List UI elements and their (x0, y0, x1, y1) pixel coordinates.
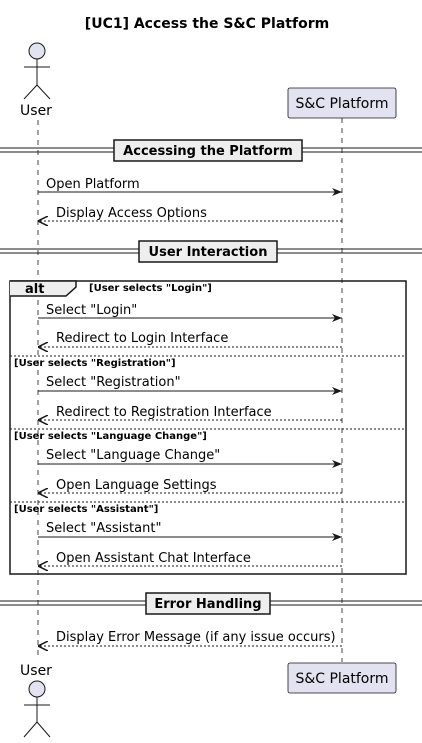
message-select-login: Select "Login" (46, 303, 137, 318)
user-label-top: User (20, 103, 52, 119)
platform-label-top: S&C Platform (295, 96, 388, 112)
platform-box-bottom (287, 662, 397, 694)
message-open-language: Open Language Settings (56, 478, 217, 493)
message-select-language: Select "Language Change" (46, 448, 220, 463)
message-select-assistant: Select "Assistant" (46, 521, 161, 536)
platform-label-bottom: S&C Platform (295, 671, 388, 687)
alt-keyword: alt (25, 282, 44, 297)
divider-interaction-label: User Interaction (149, 245, 268, 260)
divider-error: Error Handling (0, 592, 422, 615)
diagram-title: [UC1] Access the S&C Platform (85, 16, 329, 32)
message-redirect-login: Redirect to Login Interface (56, 331, 228, 346)
message-open-platform: Open Platform (46, 177, 140, 192)
user-actor-bottom (23, 680, 51, 738)
user-actor-top (23, 42, 51, 100)
divider-error-label: Error Handling (154, 597, 261, 612)
platform-box-top (287, 87, 397, 119)
guard-assistant: [User selects "Assistant"] (14, 504, 158, 515)
guard-language: [User selects "Language Change"] (14, 431, 207, 442)
alt-tab (10, 280, 77, 297)
message-display-access: Display Access Options (56, 206, 207, 221)
divider-accessing-label: Accessing the Platform (123, 144, 293, 159)
divider-interaction: User Interaction (0, 240, 422, 263)
message-display-error: Display Error Message (if any issue occu… (56, 630, 336, 645)
message-select-registration: Select "Registration" (46, 375, 181, 390)
actor-head (28, 42, 46, 60)
actor-head (28, 680, 46, 698)
alt-fragment: alt [User selects "Login"] Select "Login… (9, 280, 407, 575)
message-redirect-registration: Redirect to Registration Interface (56, 405, 272, 420)
message-open-assistant: Open Assistant Chat Interface (56, 551, 251, 566)
guard-login: [User selects "Login"] (89, 283, 212, 294)
alt-frame (9, 280, 407, 575)
user-label-bottom: User (20, 663, 52, 679)
divider-accessing: Accessing the Platform (0, 139, 422, 162)
guard-registration: [User selects "Registration"] (14, 358, 176, 369)
